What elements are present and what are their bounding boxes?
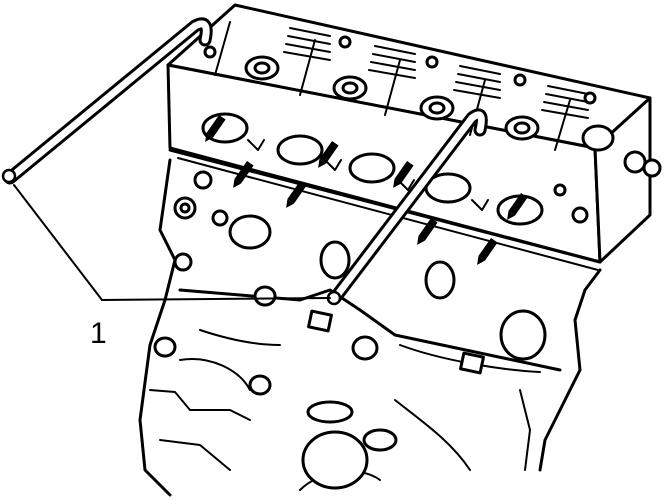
cylinder-block <box>138 158 602 497</box>
leader-line-left <box>13 184 103 301</box>
cylinder-head <box>166 3 662 271</box>
callout-1: 1 <box>13 184 331 350</box>
tappet-bores <box>244 55 540 141</box>
guide-rods <box>1 17 488 306</box>
head-bolts <box>205 114 528 265</box>
head-ports <box>201 112 544 226</box>
callout-label: 1 <box>90 317 107 350</box>
leader-line-right <box>101 297 331 301</box>
head-end-fittings <box>553 124 662 224</box>
valve-springs <box>283 27 589 119</box>
